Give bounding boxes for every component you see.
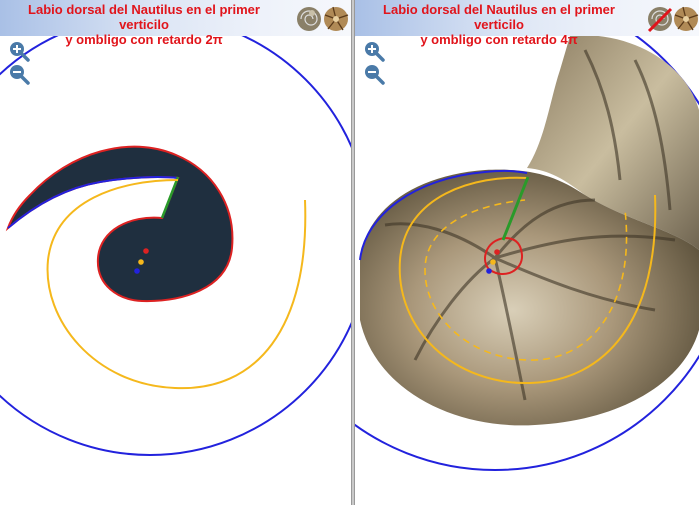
left-title-line2: y ombligo con retardo 2π bbox=[65, 32, 223, 47]
orange-point[interactable] bbox=[490, 259, 496, 265]
orange-spiral bbox=[46, 179, 307, 390]
zoom-out-icon[interactable] bbox=[363, 63, 385, 85]
zoom-out-icon[interactable] bbox=[8, 63, 30, 85]
shell-body-photo bbox=[360, 169, 699, 426]
orange-dashed-spiral bbox=[424, 199, 628, 361]
zoom-in-icon[interactable] bbox=[8, 40, 30, 62]
right-title-line1: Labio dorsal del Nautilus en el primer v… bbox=[383, 2, 615, 32]
nautilus-shell-icon[interactable] bbox=[647, 3, 673, 33]
shell-dorsal-region bbox=[5, 145, 234, 303]
outer-blue-circle bbox=[355, 0, 699, 471]
left-title-bar: Labio dorsal del Nautilus en el primer v… bbox=[0, 0, 351, 47]
nautilus-section-icon[interactable] bbox=[323, 3, 349, 33]
orange-spiral bbox=[398, 176, 657, 385]
nautilus-shell-icon[interactable] bbox=[296, 3, 322, 33]
nautilus-section-icon[interactable] bbox=[673, 3, 699, 33]
right-title: Labio dorsal del Nautilus en el primer v… bbox=[359, 2, 639, 47]
green-suture-line bbox=[160, 176, 180, 219]
shell-septa bbox=[384, 49, 676, 401]
panel-divider[interactable] bbox=[351, 0, 355, 505]
right-title-line2: y ombligo con retardo 4π bbox=[420, 32, 578, 47]
blue-point[interactable] bbox=[134, 268, 140, 274]
blue-lip-edge bbox=[7, 176, 179, 229]
green-suture-line bbox=[501, 176, 530, 241]
right-title-bar: Labio dorsal del Nautilus en el primer v… bbox=[355, 0, 699, 47]
left-graph-panel[interactable]: Labio dorsal del Nautilus en el primer v… bbox=[0, 0, 351, 505]
zoom-in-icon[interactable] bbox=[363, 40, 385, 62]
red-umbilicus-curve bbox=[484, 237, 524, 275]
left-title: Labio dorsal del Nautilus en el primer v… bbox=[4, 2, 284, 47]
red-point[interactable] bbox=[494, 249, 500, 255]
right-construction-canvas[interactable] bbox=[355, 0, 699, 505]
orange-point[interactable] bbox=[138, 259, 144, 265]
blue-point[interactable] bbox=[486, 268, 492, 274]
left-title-line1: Labio dorsal del Nautilus en el primer v… bbox=[28, 2, 260, 32]
red-point[interactable] bbox=[143, 248, 149, 254]
right-graph-panel[interactable]: Labio dorsal del Nautilus en el primer v… bbox=[355, 0, 699, 505]
blue-lip-edge bbox=[359, 169, 528, 261]
left-construction-canvas[interactable] bbox=[0, 0, 351, 505]
